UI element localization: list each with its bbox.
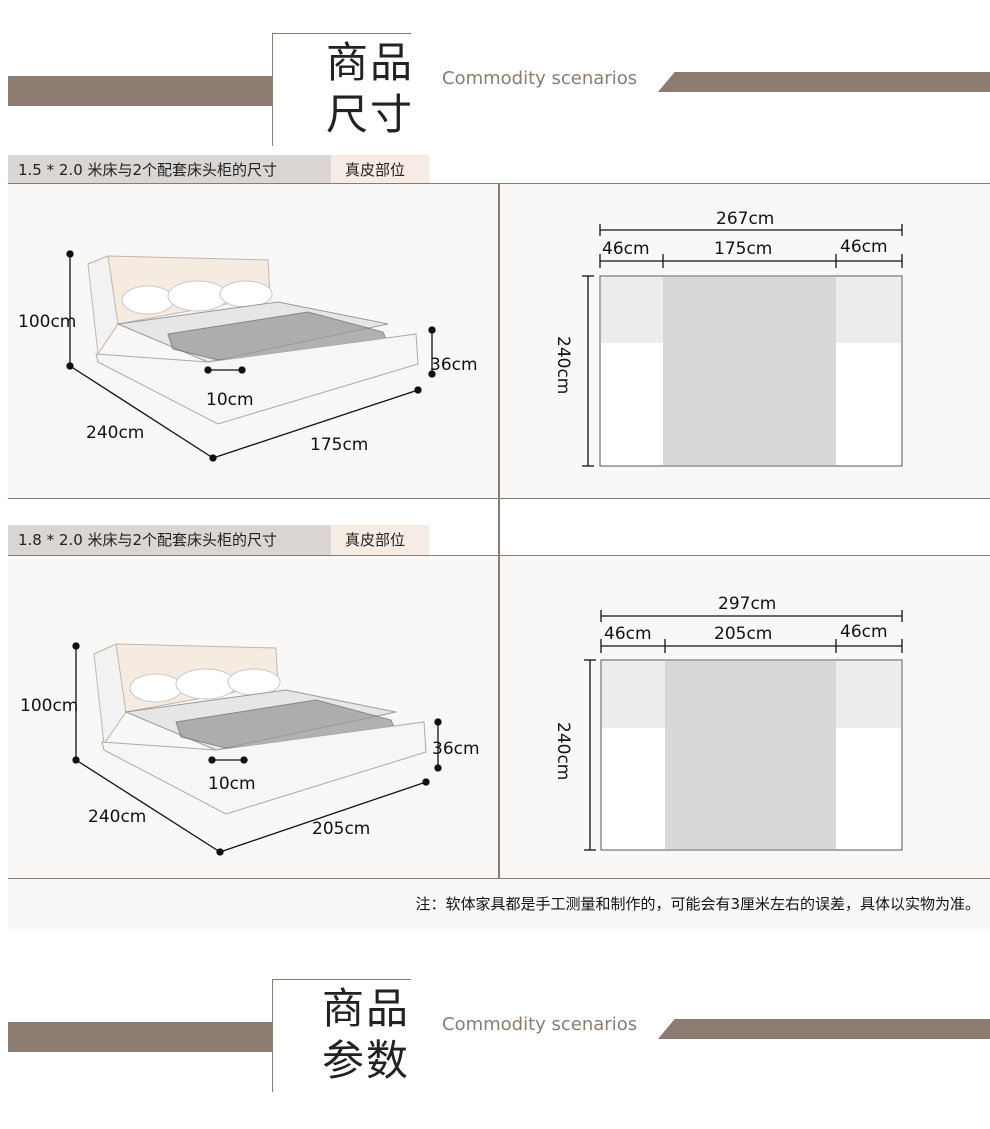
plan2-bed-area xyxy=(665,661,836,849)
section1-bed-illustration: 100cm 240cm 175cm 36cm 10cm xyxy=(18,250,478,462)
plan2-total-label: 297cm xyxy=(718,594,776,614)
plan1-bed-area xyxy=(663,277,836,465)
header-title-box xyxy=(272,33,411,146)
bed2-frame-label: 10cm xyxy=(208,774,256,794)
bed1-frame xyxy=(95,333,419,425)
plan2-dimension-lines xyxy=(584,610,903,851)
plan1-depth-label: 240cm xyxy=(553,336,573,394)
plan1-center-label: 175cm xyxy=(714,239,772,259)
plan1-left-nightstand xyxy=(601,277,663,343)
bed1-width-label: 175cm xyxy=(310,435,368,455)
section1-bottom-rule xyxy=(8,498,990,499)
bed1-height-label: 100cm xyxy=(18,312,76,332)
section2-tab-leather: 真皮部位 xyxy=(331,525,429,555)
measurement-note: 注：软体家具都是手工测量和制作的，可能会有3厘米左右的误差，具体以实物为准。 xyxy=(415,895,980,913)
section2-bed-illustration: 100cm 240cm 205cm 36cm 10cm xyxy=(20,642,480,856)
header-title-line2: 尺寸 xyxy=(326,90,415,139)
section1-tab-leather: 真皮部位 xyxy=(331,155,429,185)
bed1-frame-label: 10cm xyxy=(206,390,254,410)
header2-subtitle: Commodity scenarios xyxy=(442,1014,638,1035)
bed2-dimension-lines xyxy=(72,642,442,856)
section1-header: 1.5 * 2.0 米床与2个配套床头柜的尺寸 真皮部位 xyxy=(0,149,990,187)
plan1-dimension-lines xyxy=(582,224,903,467)
plan1-right-label: 46cm xyxy=(840,237,888,257)
header2-title-box xyxy=(272,979,411,1092)
header2-title-line1: 商品 xyxy=(322,984,411,1033)
section2-header: 1.8 * 2.0 米床与2个配套床头柜的尺寸 真皮部位 xyxy=(0,519,990,557)
section2-plan-diagram: 297cm 46cm 205cm 46cm 240cm xyxy=(553,594,903,851)
header2-band-left xyxy=(8,1022,308,1052)
bed2-pillows xyxy=(129,668,281,703)
note-strip xyxy=(8,879,990,929)
section1-divider xyxy=(498,184,500,498)
bed2-width-label: 205cm xyxy=(312,819,370,839)
bed1-side-height-label: 36cm xyxy=(430,355,478,375)
header2-band-right xyxy=(658,1019,990,1039)
header2-title-line2: 参数 xyxy=(322,1036,411,1085)
bed1-length-label: 240cm xyxy=(86,423,144,443)
section2-tab: 1.8 * 2.0 米床与2个配套床头柜的尺寸 xyxy=(8,525,331,555)
plan1-left-label: 46cm xyxy=(602,239,650,259)
section2-bottom-rule xyxy=(8,878,990,879)
header-band-right xyxy=(658,72,990,92)
bed2-frame xyxy=(101,721,427,815)
section1-tab: 1.5 * 2.0 米床与2个配套床头柜的尺寸 xyxy=(8,155,331,185)
header-subtitle: Commodity scenarios xyxy=(442,68,638,89)
plan2-center-label: 205cm xyxy=(714,624,772,644)
plan1-right-nightstand xyxy=(836,277,901,343)
plan1-total-label: 267cm xyxy=(716,209,774,229)
bed1-dimension-lines xyxy=(66,250,436,462)
plan2-right-label: 46cm xyxy=(840,622,888,642)
bed2-length-label: 240cm xyxy=(88,807,146,827)
header-band-left xyxy=(8,76,308,106)
bed2-height-label: 100cm xyxy=(20,696,78,716)
header-title-line1: 商品 xyxy=(326,38,415,87)
plan2-left-label: 46cm xyxy=(604,624,652,644)
section2-divider xyxy=(498,499,500,878)
section1-top-rule xyxy=(8,183,990,184)
plan2-depth-label: 240cm xyxy=(553,722,573,780)
section1-plan-diagram: 267cm 46cm 175cm 46cm 240cm xyxy=(553,209,903,467)
plan2-right-nightstand xyxy=(836,661,901,728)
bed2-side-height-label: 36cm xyxy=(432,739,480,759)
plan2-left-nightstand xyxy=(602,661,665,728)
